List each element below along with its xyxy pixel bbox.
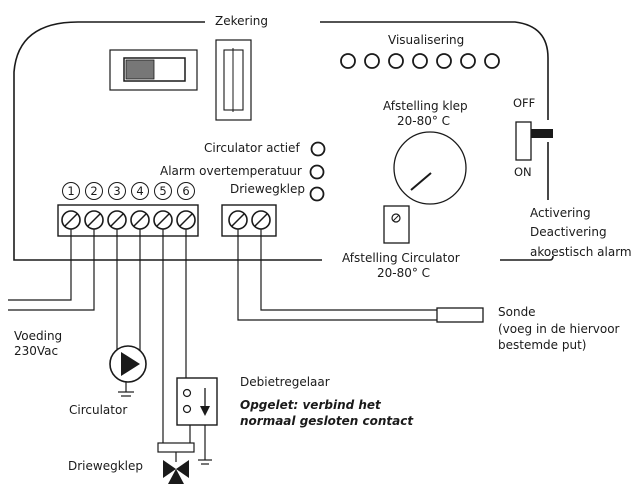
visualisering-led-5 — [436, 53, 452, 69]
visualisering-led-2 — [364, 53, 380, 69]
visualisering-led-7 — [484, 53, 500, 69]
terminal-number-3: 3 — [108, 182, 126, 200]
klep-dial[interactable] — [393, 131, 467, 205]
driewegklep-label: Driewegklep — [68, 459, 143, 473]
circulator-trimmer[interactable] — [383, 205, 410, 244]
sonde-note-1: (voeg in de hiervoor — [498, 322, 620, 336]
svg-text:5: 5 — [159, 184, 166, 198]
visualisering-led-4 — [412, 53, 428, 69]
flow-arrow-icon — [200, 406, 210, 416]
enclosure-outline — [13, 21, 554, 261]
driewegklep-actuator — [157, 442, 195, 453]
opgelet-line-1: Opgelet: verbind het — [240, 398, 382, 412]
switch-on-label: ON — [514, 165, 532, 179]
afstelling-klep-range: 20-80° C — [397, 114, 450, 128]
debietregelaar-label: Debietregelaar — [240, 375, 330, 389]
visualisering-label: Visualisering — [388, 33, 464, 47]
debietregelaar-box — [176, 377, 218, 426]
afstelling-circ-label: Afstelling Circulator — [342, 251, 460, 265]
sonde-label: Sonde — [498, 305, 536, 319]
alarm-overtemperatuur-label: Alarm overtemperatuur — [160, 164, 302, 178]
zekering-label: Zekering — [215, 14, 268, 28]
circulator-label: Circulator — [69, 403, 127, 417]
terminal-block-main — [57, 204, 199, 237]
circulator-actief-label: Circulator actief — [204, 141, 300, 155]
switch-off-label: OFF — [513, 96, 535, 110]
onoff-switch[interactable] — [515, 121, 532, 161]
svg-text:6: 6 — [182, 184, 189, 198]
activering-label: Activering — [530, 206, 591, 220]
deactivering-label: Deactivering — [530, 225, 607, 239]
slide-switch-knob[interactable] — [125, 59, 155, 80]
svg-text:1: 1 — [67, 184, 74, 198]
visualisering-led-6 — [460, 53, 476, 69]
svg-text:4: 4 — [136, 184, 143, 198]
pump-arrow-icon — [121, 352, 140, 376]
terminal-number-4: 4 — [131, 182, 149, 200]
akoestisch-alarm-label: akoestisch alarm — [530, 245, 632, 259]
driewegklep-led — [309, 186, 325, 202]
visualisering-led-3 — [388, 53, 404, 69]
klep-dial-pointer — [410, 172, 432, 191]
svg-text:2: 2 — [90, 184, 97, 198]
afstelling-klep-label: Afstelling klep — [383, 99, 468, 113]
opgelet-line-2: normaal gesloten contact — [240, 414, 414, 428]
afstelling-circ-range: 20-80° C — [377, 266, 430, 280]
terminal-number-5: 5 — [154, 182, 172, 200]
driewegklep-led-label: Driewegklep — [230, 182, 305, 196]
alarm-overtemperatuur-led — [309, 164, 325, 180]
visualisering-leds — [340, 53, 500, 69]
voeding-label: Voeding — [14, 329, 62, 343]
terminal-numbers: 1 2 3 4 5 6 — [62, 182, 195, 200]
sonde-note-2: bestemde put) — [498, 338, 586, 352]
terminal-number-1: 1 — [62, 182, 80, 200]
sonde-probe — [436, 307, 484, 323]
terminal-number-2: 2 — [85, 182, 103, 200]
onoff-lever — [531, 129, 553, 138]
voeding-voltage: 230Vac — [14, 344, 58, 358]
visualisering-led-1 — [340, 53, 356, 69]
circulator-actief-led — [310, 141, 326, 157]
terminal-number-6: 6 — [177, 182, 195, 200]
svg-text:3: 3 — [113, 184, 120, 198]
valve-icon — [163, 460, 189, 484]
